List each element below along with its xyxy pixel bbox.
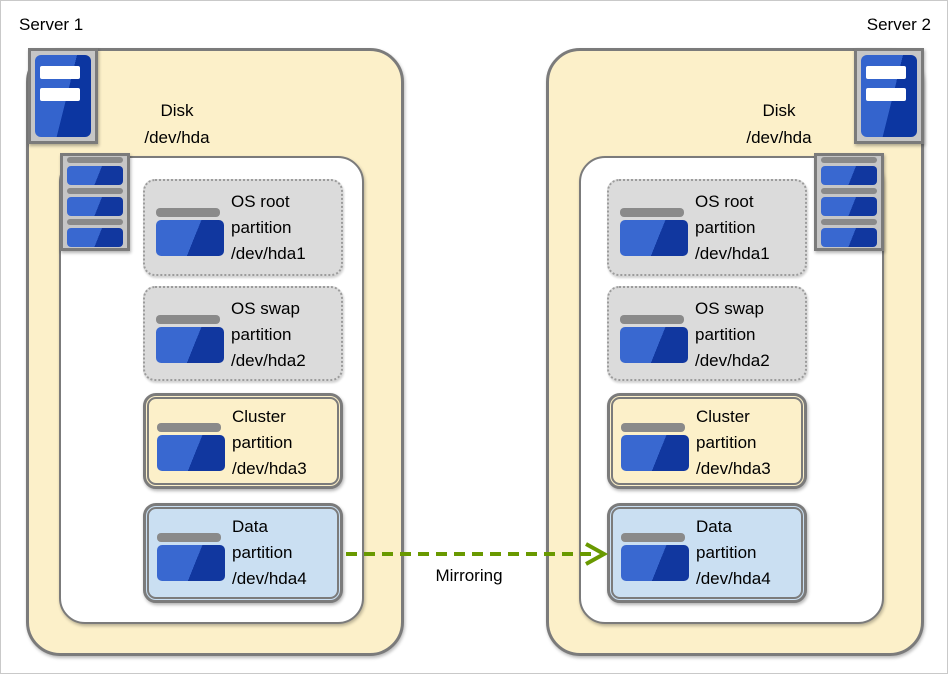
partition-rect-icon (157, 545, 225, 581)
partition-cluster: Cluster partition /dev/hda3 (607, 393, 807, 489)
partition-name: Data (696, 517, 732, 536)
partition-icon (621, 533, 689, 581)
partition-rect-icon (621, 435, 689, 471)
server-icon (854, 48, 924, 144)
partition-bar-icon (157, 423, 221, 432)
disk-device: /dev/hda (746, 128, 812, 147)
partition-name: OS swap (231, 299, 300, 318)
partition-label: OS root partition /dev/hda1 (695, 189, 770, 267)
disk-stack-icon (60, 153, 130, 251)
disk-platter-icon (67, 188, 123, 194)
partition-bar-icon (620, 315, 684, 324)
disk-platter-icon (67, 157, 123, 163)
partition-data: Data partition /dev/hda4 (607, 503, 807, 603)
disk-device: /dev/hda (144, 128, 210, 147)
partition-bar-icon (621, 423, 685, 432)
partition-device: /dev/hda4 (696, 569, 771, 588)
server1-disk-label: Disk /dev/hda (102, 97, 252, 151)
partition-os-swap: OS swap partition /dev/hda2 (607, 286, 807, 381)
partition-kind: partition (695, 325, 756, 344)
server-slot-icon (40, 88, 80, 101)
disk-stack-icon (814, 153, 884, 251)
partition-kind: partition (696, 543, 757, 562)
partition-rect-icon (156, 220, 224, 256)
partition-label: Data partition /dev/hda4 (696, 514, 771, 592)
partition-name: Cluster (696, 407, 750, 426)
partition-label: Cluster partition /dev/hda3 (696, 404, 771, 482)
partition-label: OS root partition /dev/hda1 (231, 189, 306, 267)
partition-cluster: Cluster partition /dev/hda3 (143, 393, 343, 489)
partition-icon (621, 423, 689, 471)
partition-label: Cluster partition /dev/hda3 (232, 404, 307, 482)
partition-name: OS root (231, 192, 290, 211)
partition-kind: partition (231, 218, 292, 237)
partition-rect-icon (620, 220, 688, 256)
partition-kind: partition (232, 543, 293, 562)
mirroring-label: Mirroring (435, 566, 503, 585)
server-tower-icon (35, 55, 91, 137)
disk-name: Disk (762, 101, 796, 120)
partition-device: /dev/hda4 (232, 569, 307, 588)
partition-rect-icon (621, 545, 689, 581)
partition-name: OS swap (695, 299, 764, 318)
partition-label: Data partition /dev/hda4 (232, 514, 307, 592)
partition-bar-icon (156, 208, 220, 217)
partition-kind: partition (232, 433, 293, 452)
partition-name: Data (232, 517, 268, 536)
disk-platter-icon (67, 228, 123, 247)
disk-platter-icon (67, 219, 123, 225)
partition-bar-icon (157, 533, 221, 542)
server-slot-icon (866, 88, 906, 101)
server-slot-icon (866, 66, 906, 79)
disk-platter-icon (821, 166, 877, 185)
disk-platter-icon (67, 166, 123, 185)
partition-bar-icon (621, 533, 685, 542)
partition-label: OS swap partition /dev/hda2 (231, 296, 306, 374)
partition-device: /dev/hda1 (231, 244, 306, 263)
partition-icon (157, 423, 225, 471)
server-icon (28, 48, 98, 144)
disk-name: Disk (160, 101, 194, 120)
partition-name: Cluster (232, 407, 286, 426)
partition-icon (156, 315, 224, 363)
partition-icon (620, 315, 688, 363)
partition-kind: partition (696, 433, 757, 452)
partition-data: Data partition /dev/hda4 (143, 503, 343, 603)
partition-kind: partition (231, 325, 292, 344)
partition-os-swap: OS swap partition /dev/hda2 (143, 286, 343, 381)
server-slot-icon (40, 66, 80, 79)
server1-label: Server 1 (19, 15, 84, 34)
server2-label: Server 2 (866, 15, 931, 34)
partition-rect-icon (620, 327, 688, 363)
partition-icon (620, 208, 688, 256)
partition-device: /dev/hda3 (696, 459, 771, 478)
partition-os-root: OS root partition /dev/hda1 (607, 179, 807, 276)
partition-icon (157, 533, 225, 581)
partition-label: OS swap partition /dev/hda2 (695, 296, 770, 374)
partition-icon (156, 208, 224, 256)
disk-platter-icon (67, 197, 123, 216)
disk-platter-icon (821, 228, 877, 247)
partition-device: /dev/hda2 (695, 351, 770, 370)
disk-platter-icon (821, 157, 877, 163)
disk-platter-icon (821, 188, 877, 194)
mirroring-arrow-icon (346, 542, 609, 566)
disk-platter-icon (821, 197, 877, 216)
partition-bar-icon (620, 208, 684, 217)
server2-disk-label: Disk /dev/hda (704, 97, 854, 151)
partition-rect-icon (157, 435, 225, 471)
partition-rect-icon (156, 327, 224, 363)
partition-bar-icon (156, 315, 220, 324)
partition-device: /dev/hda2 (231, 351, 306, 370)
partition-device: /dev/hda1 (695, 244, 770, 263)
partition-device: /dev/hda3 (232, 459, 307, 478)
partition-name: OS root (695, 192, 754, 211)
disk-platter-icon (821, 219, 877, 225)
partition-kind: partition (695, 218, 756, 237)
server-tower-icon (861, 55, 917, 137)
partition-os-root: OS root partition /dev/hda1 (143, 179, 343, 276)
